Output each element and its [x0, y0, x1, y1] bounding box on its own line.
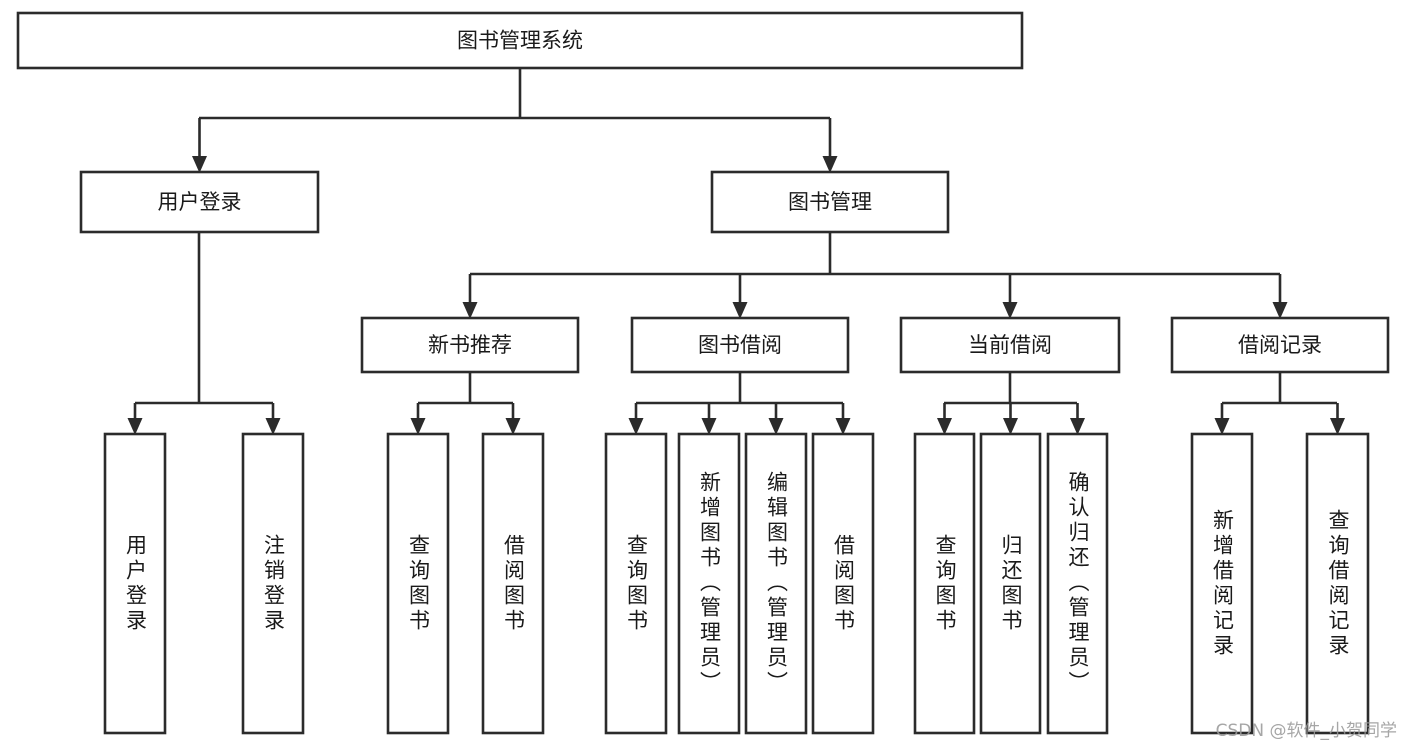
edge-book-borrow-to-leaf-edit-book [768, 403, 784, 435]
edge-root-to-user-login [192, 118, 207, 173]
node-box[interactable] [677, 432, 741, 735]
arrow-head-icon [732, 302, 748, 319]
edge-current-borrow-to-leaf-return-book [1003, 403, 1018, 435]
connector-group-bus-borrow-record [1222, 372, 1337, 405]
node-box[interactable] [103, 432, 167, 735]
node-box[interactable] [744, 432, 808, 735]
node-box[interactable] [1190, 432, 1254, 735]
arrow-head-icon [462, 302, 478, 319]
node-user-login[interactable]: 用户登录 [79, 170, 320, 234]
edge-book-borrow-to-leaf-add-book [701, 403, 717, 435]
arrow-head-icon [835, 418, 851, 435]
arrow-head-icon [768, 418, 784, 435]
node-leaf-edit-book[interactable] [744, 432, 808, 735]
edge-user-login-to-leaf-user-login [127, 403, 143, 435]
arrow-head-icon [628, 418, 644, 435]
edge-new-book-rec-to-leaf-query-book-1 [410, 403, 426, 435]
node-box[interactable] [899, 316, 1121, 374]
node-leaf-query-book-2[interactable] [604, 432, 668, 735]
edge-root-to-book-manage [822, 118, 838, 173]
connector-group-bus-book-borrow [636, 372, 843, 405]
arrow-head-icon [1003, 418, 1018, 435]
node-current-borrow[interactable]: 当前借阅 [899, 316, 1121, 374]
node-box[interactable] [979, 432, 1042, 735]
node-leaf-borrow-book-1[interactable] [481, 432, 545, 735]
node-book-borrow[interactable]: 图书借阅 [630, 316, 850, 374]
connector-group-bus-root [199, 68, 830, 120]
connector-layer [127, 68, 1345, 435]
node-box[interactable] [241, 432, 305, 735]
node-label: 图书管理系统 [457, 29, 583, 53]
edge-current-borrow-to-leaf-confirm-return [1070, 403, 1085, 435]
edge-book-manage-to-new-book-rec [462, 274, 478, 319]
node-leaf-query-book-3[interactable] [913, 432, 976, 735]
node-leaf-query-record[interactable] [1305, 432, 1370, 735]
edge-book-borrow-to-leaf-query-book-2 [628, 403, 644, 435]
node-box[interactable] [604, 432, 668, 735]
node-leaf-confirm-return[interactable] [1046, 432, 1109, 735]
connector-group-bus-current-borrow [944, 372, 1077, 405]
node-label: 当前借阅 [968, 333, 1052, 357]
arrow-head-icon [265, 418, 281, 435]
node-box[interactable] [79, 170, 320, 234]
arrow-head-icon [1214, 418, 1230, 435]
arrow-head-icon [1002, 302, 1018, 319]
node-label: 图书管理 [788, 190, 872, 214]
edge-book-borrow-to-leaf-borrow-book-2 [835, 403, 851, 435]
node-box[interactable] [913, 432, 976, 735]
edge-book-manage-to-borrow-record [1272, 274, 1288, 319]
arrow-head-icon [701, 418, 717, 435]
node-leaf-add-record[interactable] [1190, 432, 1254, 735]
node-box[interactable] [360, 316, 580, 374]
node-new-book-rec[interactable]: 新书推荐 [360, 316, 580, 374]
node-label: 借阅记录 [1238, 333, 1322, 357]
node-leaf-add-book[interactable] [677, 432, 741, 735]
arrow-head-icon [1272, 302, 1288, 319]
node-box[interactable] [630, 316, 850, 374]
edge-user-login-to-leaf-logout [265, 403, 281, 435]
node-leaf-query-book-1[interactable] [386, 432, 450, 735]
edge-current-borrow-to-leaf-query-book-3 [937, 403, 952, 435]
arrow-head-icon [410, 418, 426, 435]
arrow-head-icon [127, 418, 143, 435]
node-box[interactable] [386, 432, 450, 735]
node-box[interactable] [16, 11, 1024, 70]
node-label: 用户登录 [158, 190, 242, 214]
arrow-head-icon [937, 418, 952, 435]
node-box[interactable] [1046, 432, 1109, 735]
edge-new-book-rec-to-leaf-borrow-book-1 [505, 403, 521, 435]
node-borrow-record[interactable]: 借阅记录 [1170, 316, 1390, 374]
edge-book-manage-to-book-borrow [732, 274, 748, 319]
arrow-head-icon [1330, 418, 1345, 435]
arrow-head-icon [192, 156, 207, 173]
connector-group-bus-book-manage [470, 232, 1280, 276]
node-box[interactable] [710, 170, 950, 234]
node-leaf-logout[interactable] [241, 432, 305, 735]
connector-group-bus-user-login [135, 232, 273, 405]
node-box[interactable] [811, 432, 875, 735]
arrow-head-icon [822, 156, 838, 173]
node-root[interactable]: 图书管理系统 [16, 11, 1024, 70]
node-book-manage[interactable]: 图书管理 [710, 170, 950, 234]
node-box[interactable] [1170, 316, 1390, 374]
arrow-head-icon [505, 418, 521, 435]
connector-group-bus-new-book-rec [418, 372, 513, 405]
node-leaf-return-book[interactable] [979, 432, 1042, 735]
edge-borrow-record-to-leaf-add-record [1214, 403, 1230, 435]
node-box[interactable] [481, 432, 545, 735]
node-label: 新书推荐 [428, 333, 512, 357]
node-box[interactable] [1305, 432, 1370, 735]
arrow-head-icon [1070, 418, 1085, 435]
edge-book-manage-to-current-borrow [1002, 274, 1018, 319]
node-leaf-user-login[interactable] [103, 432, 167, 735]
node-label: 图书借阅 [698, 333, 782, 357]
edge-borrow-record-to-leaf-query-record [1330, 403, 1345, 435]
node-leaf-borrow-book-2[interactable] [811, 432, 875, 735]
watermark-text: CSDN @软件_小贺同学 [1215, 721, 1397, 741]
